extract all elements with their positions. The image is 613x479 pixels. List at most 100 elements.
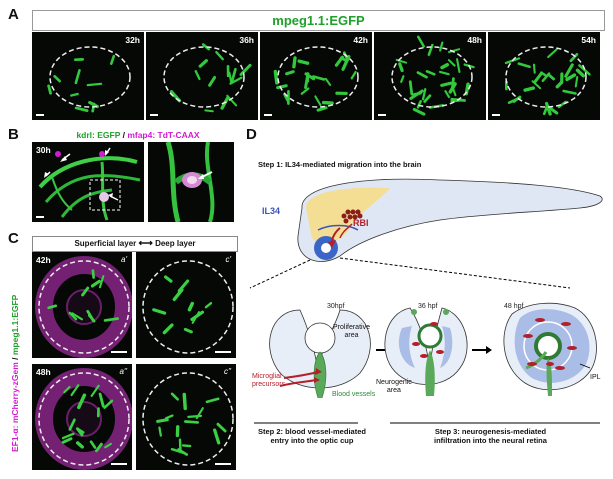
microglia-cell bbox=[547, 48, 558, 59]
label-48hpf: 48 hpf bbox=[504, 303, 524, 310]
lens bbox=[66, 401, 102, 437]
midbrain-boundary bbox=[317, 224, 359, 231]
scale-bar bbox=[492, 114, 500, 116]
microglia-cell bbox=[182, 392, 187, 411]
step1-text: Step 1: IL34-mediated migration into the… bbox=[258, 160, 422, 169]
microglia-cell bbox=[423, 94, 432, 103]
microglia-cell bbox=[533, 71, 544, 83]
panel-b-title-green: kdrl: EGFP bbox=[76, 130, 121, 140]
microglia-cell bbox=[104, 442, 112, 449]
microglia-cell bbox=[158, 426, 162, 437]
microglia-cell bbox=[208, 75, 217, 87]
microglia-cell bbox=[440, 81, 453, 87]
rbi-cells bbox=[341, 209, 363, 224]
microglia-cell bbox=[98, 275, 105, 289]
microglia-cell bbox=[184, 420, 200, 424]
microglia-cell bbox=[230, 67, 237, 84]
optic-cup-30hpf bbox=[269, 309, 371, 399]
scale-bar bbox=[215, 351, 231, 353]
microglia-cell bbox=[239, 63, 252, 76]
microglia-cell bbox=[170, 392, 179, 401]
panel-a-label: A bbox=[8, 6, 19, 23]
panel-d-schematic bbox=[249, 178, 603, 424]
microglia-cell bbox=[47, 84, 52, 95]
panel-c-ylabel-sep: / bbox=[10, 355, 20, 363]
microglia-cell bbox=[398, 62, 404, 73]
label-30hpf: 30hpf bbox=[327, 303, 345, 310]
scale-bar bbox=[215, 463, 231, 465]
eye-outline bbox=[142, 372, 234, 466]
panel-a-image-54h: 54h bbox=[488, 32, 600, 120]
microglial-precursors-label: Microglial precursors bbox=[252, 373, 286, 388]
microglia-cell bbox=[532, 63, 536, 74]
panel-a-image-48h: 48h bbox=[374, 32, 486, 120]
layer-arrow-icon: ⟷ bbox=[138, 238, 153, 249]
rbi-label: RBI bbox=[353, 218, 369, 228]
eye-outline bbox=[38, 260, 130, 354]
panel-b-overview-image: 30h bbox=[32, 142, 144, 222]
microglia-cell bbox=[109, 54, 116, 65]
panel-a-image-32h: 32h bbox=[32, 32, 144, 120]
microglia-cell bbox=[47, 304, 58, 310]
panel-b-timepoint: 30h bbox=[36, 145, 51, 155]
microglia-cell bbox=[324, 77, 332, 86]
panel-a-image-36h: 36h bbox=[146, 32, 258, 120]
subpanel-tag: c'' bbox=[223, 367, 231, 376]
microglia-cell bbox=[61, 432, 75, 440]
microglia-cell bbox=[512, 95, 522, 103]
optic-cup-36hpf bbox=[384, 307, 468, 396]
microglia-cell bbox=[547, 73, 556, 81]
timepoint-label: 48h bbox=[467, 35, 482, 45]
microglia-cell bbox=[187, 301, 194, 312]
panel-a-title: mpeg1.1:EGFP bbox=[272, 13, 365, 28]
microglia-cell bbox=[81, 286, 90, 297]
microglia-cell bbox=[544, 101, 552, 116]
microglia-cell bbox=[450, 98, 464, 103]
microglia-cell bbox=[427, 43, 434, 56]
microglia-cell bbox=[438, 70, 450, 76]
microglia-cell bbox=[447, 48, 461, 54]
scale-bar bbox=[264, 114, 272, 116]
microglia-cell bbox=[74, 69, 81, 85]
microglia-cell bbox=[412, 107, 426, 116]
microglia-cell bbox=[447, 59, 456, 67]
microglia-cell bbox=[181, 444, 192, 448]
microglia-cell bbox=[408, 80, 414, 96]
microglia-cell bbox=[574, 76, 579, 88]
eye-outline bbox=[505, 46, 587, 108]
microglia-cell bbox=[70, 384, 80, 397]
microglia-cell bbox=[164, 275, 173, 283]
scale-bar bbox=[111, 351, 127, 353]
microglia-cell bbox=[564, 63, 574, 78]
panel-b-label: B bbox=[8, 126, 19, 143]
microglia-cell bbox=[90, 279, 101, 288]
microglia-cell bbox=[164, 414, 174, 420]
microglia-cell bbox=[213, 428, 221, 445]
timepoint-label: 48h bbox=[36, 367, 51, 377]
optic-cup-48hpf bbox=[503, 302, 597, 396]
microglia-cell bbox=[204, 301, 213, 309]
microglia-cell bbox=[523, 86, 536, 92]
microglia-cell bbox=[425, 70, 436, 76]
microglia-cell bbox=[416, 100, 422, 109]
microglia-cell bbox=[283, 93, 290, 103]
microglia-cell bbox=[90, 384, 100, 398]
microglia-cell bbox=[575, 68, 586, 78]
microglia-cell bbox=[98, 392, 105, 408]
microglia-cell bbox=[205, 397, 220, 404]
panel-c-ylabel-green: mpeg1.1:EGFP bbox=[10, 294, 20, 356]
timepoint-label: 36h bbox=[239, 35, 254, 45]
microglia-cell bbox=[569, 52, 579, 63]
microglia-cell bbox=[194, 70, 201, 81]
microglia-cell bbox=[88, 100, 99, 109]
step2-text: Step 2: blood vessel-mediated entry into… bbox=[258, 427, 366, 445]
microglia-cell bbox=[76, 427, 84, 437]
superficial-layer-label: Superficial layer bbox=[74, 239, 137, 248]
scale-bar bbox=[150, 114, 158, 116]
microglia-cell bbox=[216, 422, 227, 433]
microglia-cell bbox=[292, 56, 297, 69]
microglia-cell bbox=[565, 73, 577, 82]
microglia-cell bbox=[86, 82, 103, 87]
